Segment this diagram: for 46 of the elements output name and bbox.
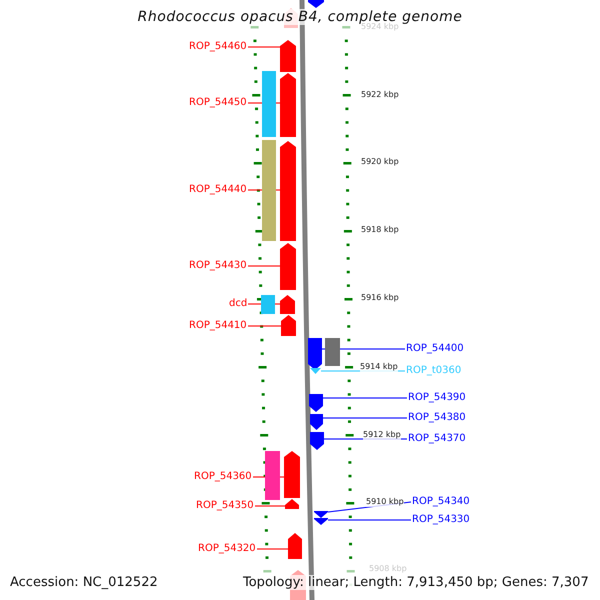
gene-label: ROP_54350	[196, 500, 254, 512]
scale-label: 5918 kbp	[361, 225, 399, 235]
gene-label: ROP_t0360	[406, 365, 462, 377]
gene-label: ROP_54410	[189, 320, 247, 332]
feature-block	[261, 295, 275, 314]
gene-label: ROP_54380	[408, 412, 466, 424]
scale-label: 5916 kbp	[361, 293, 399, 303]
footer-text: Accession: NC_012522	[10, 575, 158, 590]
gene-label: ROP_54440	[189, 184, 247, 196]
title: Rhodococcus opacus B4, complete genome	[138, 9, 462, 25]
gene-feature	[280, 295, 295, 314]
gene-feature	[310, 432, 324, 450]
gene-feature	[280, 40, 296, 72]
gene-feature	[314, 511, 328, 518]
gene-label: ROP_54390	[408, 392, 466, 404]
gene-label: ROP_54370	[408, 433, 466, 445]
scale-label: 5922 kbp	[361, 90, 399, 100]
gene-label: ROP_54320	[198, 543, 256, 555]
leader-line	[256, 548, 288, 550]
footer-text: Topology: linear; Length: 7,913,450 bp; Genes: 7,307	[243, 575, 589, 590]
scale-label: 5920 kbp	[361, 157, 399, 167]
scale-label: 5910 kbp	[366, 497, 404, 507]
gene-label: ROP_54450	[189, 97, 247, 109]
gene-feature	[280, 243, 296, 290]
gene-label: ROP_54400	[406, 343, 464, 355]
feature-block	[325, 338, 340, 366]
gene-feature	[281, 315, 296, 336]
gene-label: dcd	[229, 298, 248, 310]
feature-block	[265, 451, 280, 500]
gene-feature	[288, 533, 302, 559]
gene-feature	[310, 368, 321, 374]
gene-feature	[280, 141, 296, 241]
gene-label: ROP_54460	[189, 41, 247, 53]
gene-feature	[308, 338, 322, 370]
scale-label: 5912 kbp	[363, 430, 401, 440]
gene-feature	[309, 394, 323, 412]
gene-label: ROP_54330	[412, 514, 470, 526]
gene-label: ROP_54340	[412, 496, 470, 508]
gene-label: ROP_54360	[194, 471, 252, 483]
gene-label: ROP_54430	[189, 260, 247, 272]
gene-feature	[314, 518, 328, 525]
scale-label: 5914 kbp	[360, 362, 398, 372]
feature-block	[262, 71, 276, 137]
feature-block	[262, 140, 276, 241]
gene-feature	[310, 414, 323, 430]
leader-line	[248, 46, 280, 48]
